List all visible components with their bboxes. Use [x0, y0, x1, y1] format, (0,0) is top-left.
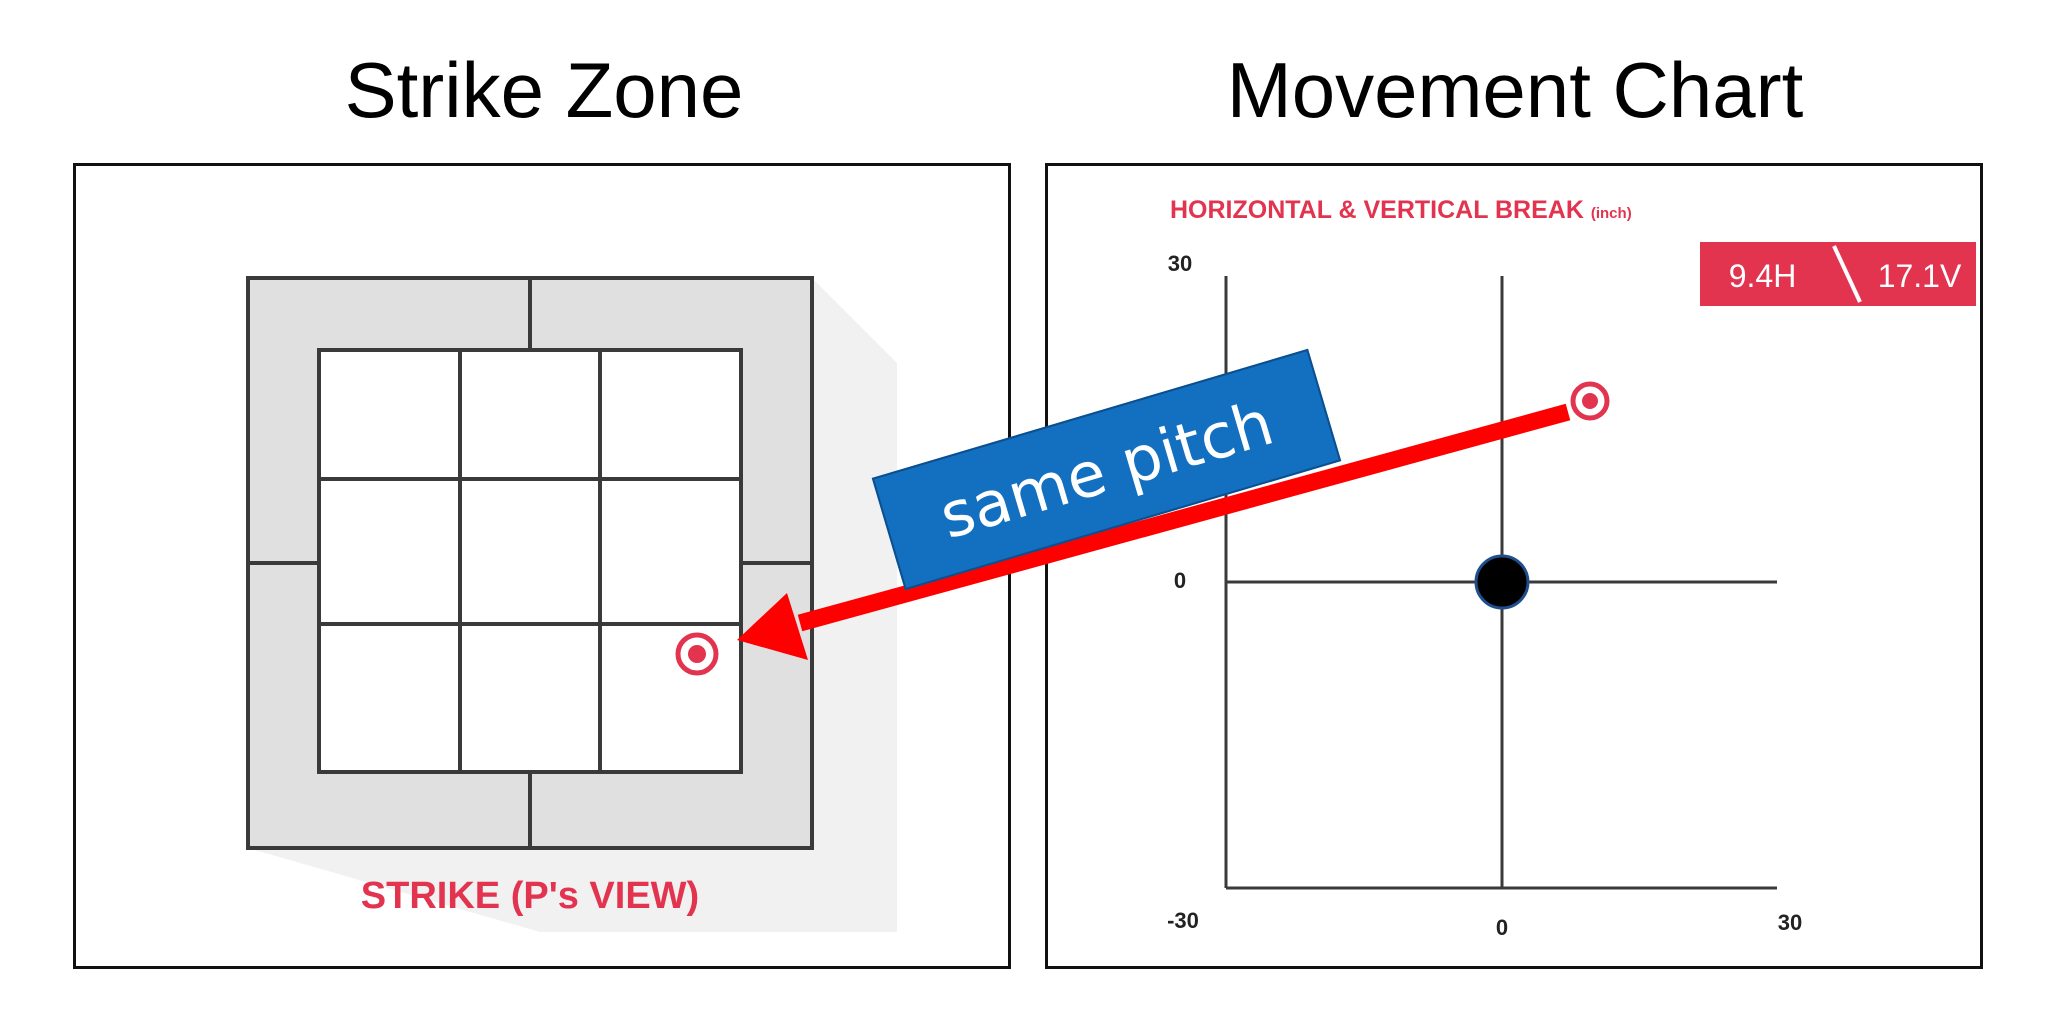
zone-cell — [598, 348, 743, 481]
zone-cell — [458, 348, 602, 481]
zone-cell — [458, 477, 602, 626]
same-pitch-arrow — [737, 403, 1571, 660]
zone-cell — [317, 348, 462, 481]
badge-background — [1700, 242, 1976, 306]
strike-zone-heading: Strike Zone — [344, 46, 744, 134]
zone-cell — [317, 477, 462, 626]
zone-cell — [317, 622, 462, 774]
break-chart-title-text: HORIZONTAL & VERTICAL BREAK — [1170, 196, 1584, 224]
zone-grid — [317, 348, 743, 774]
horizontal-break-badge: 9.4H — [1728, 258, 1797, 294]
y-tick-label: -30 — [1167, 908, 1199, 933]
break-chart-title: HORIZONTAL & VERTICAL BREAK (inch) — [1170, 190, 1632, 230]
vertical-break-badge: 17.1V — [1877, 258, 1962, 294]
black-circle-icon — [1474, 554, 1530, 610]
y-tick-label: 0 — [1173, 568, 1187, 593]
zone-cell — [598, 622, 743, 774]
x-tick-label: 30 — [1777, 910, 1803, 935]
break-chart-title-unit: (inch) — [1590, 205, 1632, 222]
badge-separator — [1832, 245, 1862, 303]
movement-chart-heading: Movement Chart — [1226, 46, 1804, 134]
zone-cell — [458, 622, 602, 774]
movement-chart — [1224, 242, 1976, 890]
target-dot-icon — [1570, 381, 1610, 421]
zone-cell — [598, 477, 743, 626]
x-tick-label: 0 — [1495, 915, 1509, 940]
y-tick-label: 30 — [1167, 251, 1193, 276]
strike-zone — [246, 276, 897, 932]
strike-zone-caption: STRIKE (P's VIEW) — [360, 875, 700, 917]
target-dot-icon — [675, 632, 719, 676]
